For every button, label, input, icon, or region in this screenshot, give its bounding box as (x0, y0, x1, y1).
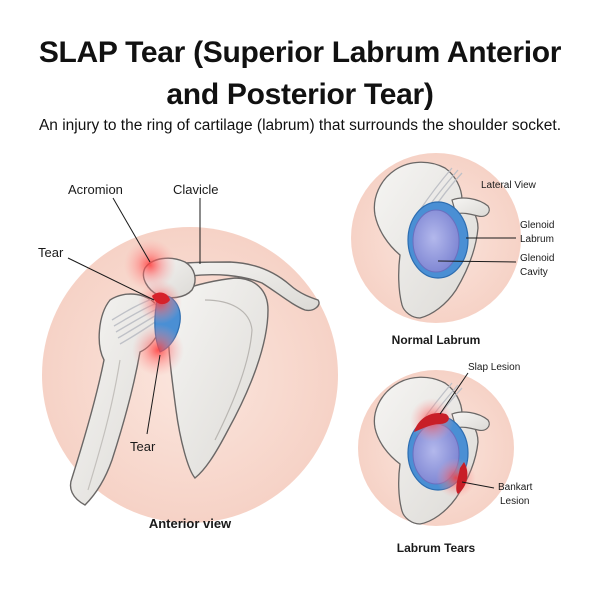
bankart-lesion-glow (436, 458, 476, 498)
tear-glow-top (124, 239, 176, 291)
leader-slap-lesion (439, 372, 469, 415)
label-tear-top: Tear (38, 245, 64, 260)
caption-anterior-view: Anterior view (149, 516, 232, 531)
title-line-2: and Posterior Tear) (166, 78, 434, 111)
anterior-view-panel: Acromion Clavicle Tear Tear Anterior vie… (38, 182, 338, 531)
title-line-1: SLAP Tear (Superior Labrum Anterior (38, 36, 562, 69)
normal-glenoid-cavity (412, 209, 460, 273)
leader-bankart-lesion (461, 481, 495, 489)
label-glenoid-cavity-1: Glenoid (520, 253, 554, 264)
label-lateral-view: Lateral View (481, 180, 537, 191)
label-tear-bottom: Tear (130, 439, 156, 454)
bankart-lesion-mark (456, 462, 468, 494)
tear-mark-top (152, 292, 170, 305)
labrum-tears-panel: Slap Lesion Bankart Lesion Labrum Tears (358, 362, 533, 555)
leader-acromion (112, 197, 151, 263)
caption-labrum-tears: Labrum Tears (397, 541, 476, 555)
label-clavicle: Clavicle (173, 182, 219, 197)
label-bankart-1: Bankart (498, 482, 533, 493)
label-slap-lesion: Slap Lesion (468, 362, 520, 373)
normal-coracoid (451, 197, 490, 217)
leader-tear-bottom (146, 354, 161, 435)
label-glenoid-cavity-2: Cavity (520, 267, 548, 278)
tear-glow-bottom (132, 324, 184, 376)
leader-glenoid-cavity (437, 260, 517, 263)
label-glenoid-labrum-2: Labrum (520, 234, 554, 245)
caption-normal-labrum: Normal Labrum (392, 333, 481, 347)
tears-coracoid (451, 411, 490, 431)
leader-tear-top (67, 257, 155, 301)
label-glenoid-labrum-1: Glenoid (520, 220, 554, 231)
slap-lesion-mark (414, 412, 449, 432)
label-bankart-2: Lesion (500, 496, 529, 507)
normal-labrum-panel: Lateral View Glenoid Labrum Glenoid Cavi… (351, 153, 554, 347)
subtitle: An injury to the ring of cartilage (labr… (38, 117, 562, 134)
label-acromion: Acromion (68, 182, 123, 197)
